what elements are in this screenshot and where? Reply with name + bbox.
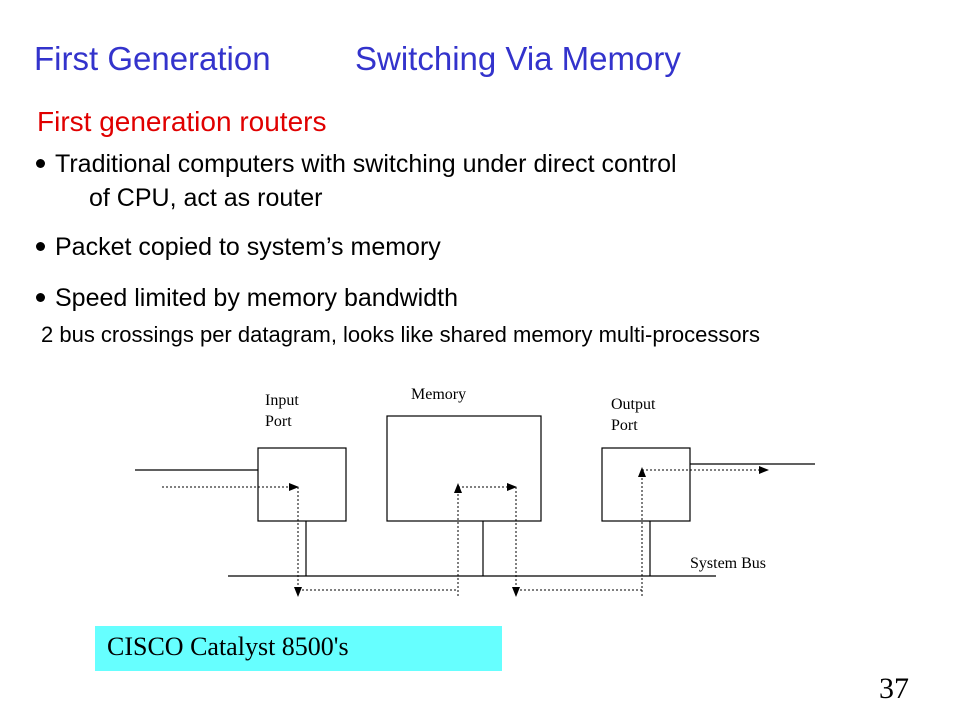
output-port-box <box>601 447 691 522</box>
system-bus-label: System Bus <box>690 555 767 572</box>
memory-box <box>386 415 542 522</box>
bullet-dot-icon <box>36 292 45 302</box>
bullet-text: Packet copied to system’s memory <box>55 233 441 261</box>
caption-box: CISCO Catalyst 8500's <box>95 626 502 671</box>
bullet-text: Traditional computers with switching und… <box>55 150 677 178</box>
input-port-label: Input Port <box>265 392 299 430</box>
bullet-item-1: Traditional computers with switching und… <box>36 147 677 215</box>
output-port-label: Output Port <box>611 396 656 434</box>
bullet-item-3: Speed limited by memory bandwidth <box>36 281 458 315</box>
input-port-box <box>257 447 347 522</box>
bullet-item-2: Packet copied to system’s memory <box>36 230 441 264</box>
subtitle: First generation routers <box>37 106 327 137</box>
bullet-dot-icon <box>36 241 45 251</box>
note-text: 2 bus crossings per datagram, looks like… <box>41 322 760 347</box>
slide-title-right: Switching Via Memory <box>355 40 681 77</box>
bullet-text: Speed limited by memory bandwidth <box>55 284 458 312</box>
slide-title-left: First Generation <box>34 40 271 77</box>
page-number: 37 <box>879 672 909 705</box>
bullet-text-continuation: of CPU, act as router <box>89 184 323 212</box>
bullet-dot-icon <box>36 158 45 168</box>
memory-label: Memory <box>411 386 467 403</box>
